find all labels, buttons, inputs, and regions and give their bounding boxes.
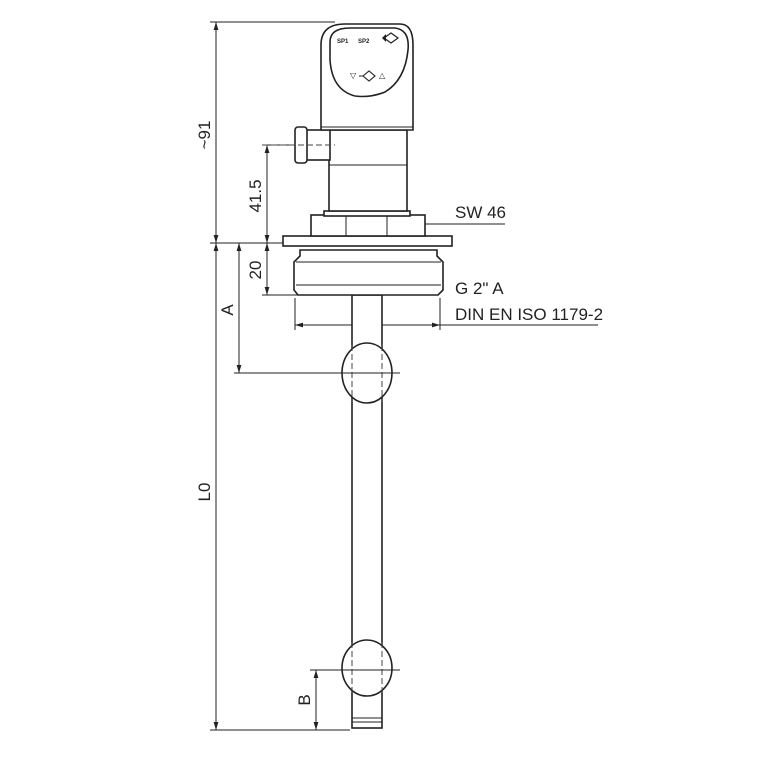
float-lower — [341, 639, 393, 697]
mode-button-icon — [382, 32, 400, 44]
label-L0: L0 — [195, 483, 214, 502]
label-sp1: SP1 — [337, 39, 349, 45]
up-icon: △ — [379, 71, 386, 80]
label-overall-height: ~91 — [195, 121, 214, 150]
down-icon: ▽ — [350, 71, 357, 80]
flange — [282, 235, 453, 247]
label-A: A — [218, 304, 237, 316]
cable-connector — [262, 126, 335, 164]
label-connector-height: 41.5 — [246, 179, 265, 212]
set-button-icon — [362, 70, 376, 82]
label-thread-standard: DIN EN ISO 1179-2 — [455, 305, 603, 324]
display-face — [329, 27, 410, 98]
label-sp2: SP2 — [358, 39, 370, 45]
label-B: B — [295, 694, 314, 705]
neck — [328, 129, 408, 212]
label-thread: G 2" A — [455, 279, 504, 298]
hex-nut — [310, 210, 426, 237]
thread-body — [293, 249, 444, 296]
label-thread-length: 20 — [246, 261, 265, 280]
sensor-head: SP1 SP2 ▽ △ — [320, 23, 414, 131]
label-sw46: SW 46 — [455, 203, 506, 222]
